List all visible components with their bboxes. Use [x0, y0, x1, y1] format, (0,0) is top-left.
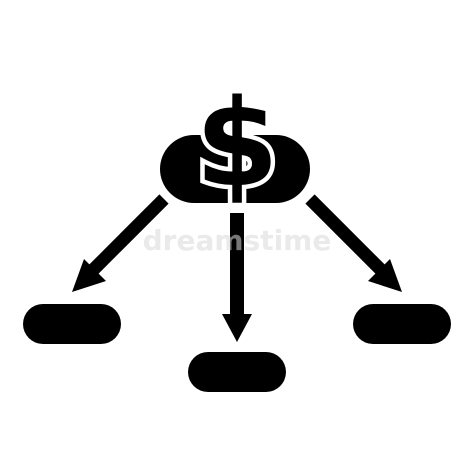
- svg-text:$: $: [195, 75, 279, 214]
- left-node: [23, 304, 121, 344]
- central-node: [160, 135, 310, 203]
- right-arrow: [305, 194, 402, 292]
- right-node: [353, 304, 451, 344]
- center-arrow: [222, 213, 252, 342]
- left-arrow: [72, 194, 169, 292]
- dollar-sign-icon: $: [191, 71, 284, 219]
- watermark-text: dreamstime: [143, 224, 332, 257]
- center-node: [188, 352, 286, 392]
